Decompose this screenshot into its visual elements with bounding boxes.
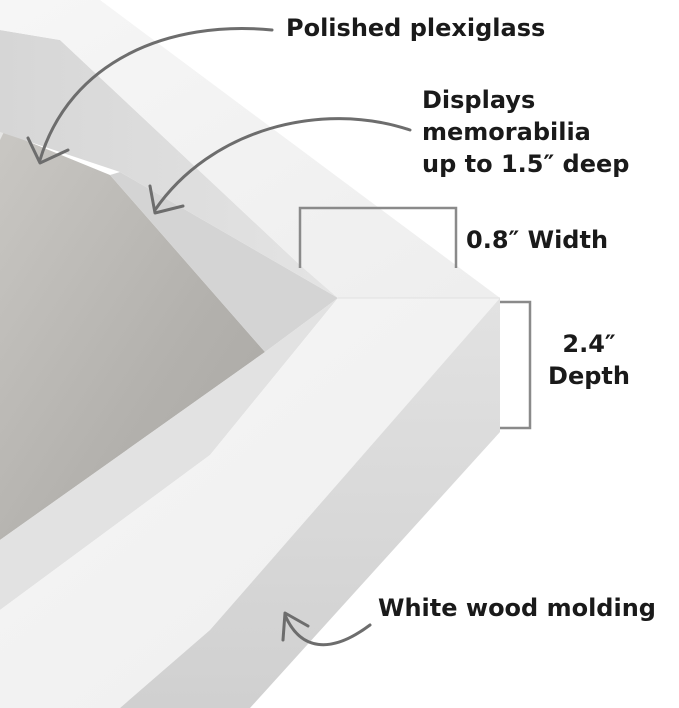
memorabilia-label-line1: Displays [422,86,536,114]
molding-arrowhead [281,611,310,642]
depth-label: 2.4″ Depth [544,328,634,392]
inner-wall-right [110,172,338,352]
depth-label-line2: Depth [548,362,630,390]
backing-board [0,130,265,540]
memorabilia-arrow [153,117,412,212]
frame-front-top [0,0,500,298]
frame-inner-bevel-top [0,30,338,298]
memorabilia-label-line3: up to 1.5″ deep [422,150,630,178]
molding-label: White wood molding [378,594,656,622]
depth-bracket [500,300,532,430]
frame-inner-bevel-bottom [0,298,338,610]
width-bracket [298,206,458,268]
memorabilia-label: Displays memorabilia up to 1.5″ deep [422,84,629,180]
plexiglass-arrow [38,27,274,162]
memorabilia-label-line2: memorabilia [422,118,591,146]
frame-front-bottom [0,298,500,708]
plexiglass-label: Polished plexiglass [286,14,546,42]
plexiglass-arrowhead [26,136,70,165]
frame-side-depth [120,298,500,708]
depth-label-line1: 2.4″ [562,330,616,358]
width-label: 0.8″ Width [466,226,609,254]
memorabilia-arrowhead [148,184,185,215]
molding-arrow [283,613,372,647]
